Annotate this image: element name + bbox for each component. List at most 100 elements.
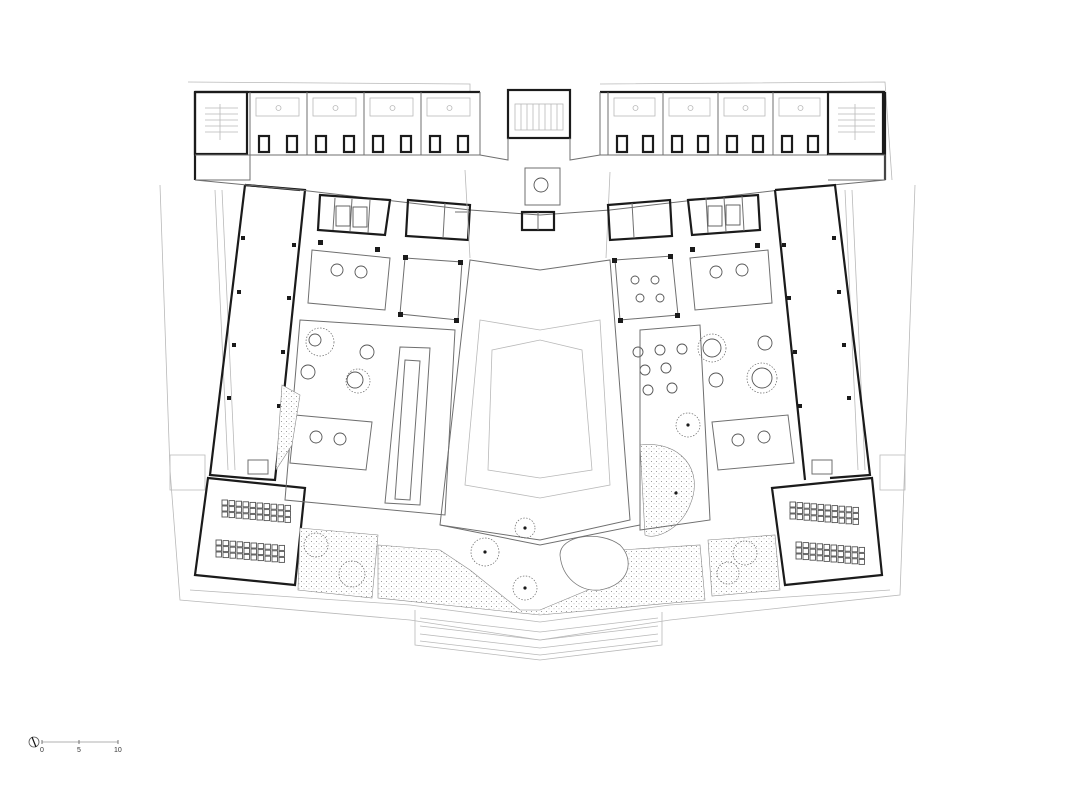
scale-bar: 0 5 10: [28, 736, 122, 754]
seat: [257, 549, 264, 556]
room: [607, 92, 656, 155]
seat: [851, 546, 858, 553]
seat: [270, 509, 277, 516]
seat: [229, 546, 236, 553]
seat: [278, 556, 285, 563]
seat: [803, 508, 810, 515]
seat: [838, 505, 845, 512]
seat: [830, 544, 837, 551]
right-wing: [606, 183, 884, 597]
seat: [249, 513, 256, 520]
seat: [228, 512, 235, 519]
seat: [817, 515, 824, 522]
seat: [817, 503, 824, 510]
seat: [250, 554, 257, 561]
seat: [229, 552, 236, 559]
seat: [796, 508, 803, 515]
seat: [810, 509, 817, 516]
seat: [809, 542, 816, 549]
seating-rows: [789, 501, 865, 565]
seat: [222, 546, 229, 553]
left-wing: [193, 179, 886, 599]
seat: [284, 504, 291, 511]
central-courtyard: [377, 167, 706, 616]
seat: [215, 539, 222, 546]
seat: [789, 507, 796, 514]
site-outline: [159, 81, 916, 661]
seat: [816, 555, 823, 562]
seat: [845, 512, 852, 519]
scale-label-0: 0: [40, 747, 44, 754]
seat: [831, 505, 838, 512]
seat: [824, 516, 831, 523]
seat: [242, 507, 249, 514]
seat: [789, 501, 796, 508]
seat: [243, 553, 250, 560]
seat: [830, 550, 837, 557]
seat: [838, 517, 845, 524]
upper-rooms: [249, 92, 471, 155]
seat: [271, 556, 278, 563]
seat: [235, 506, 242, 513]
seat: [809, 554, 816, 561]
room: [306, 92, 357, 155]
seat: [823, 549, 830, 556]
seat: [236, 541, 243, 548]
seat: [229, 540, 236, 547]
seat: [823, 555, 830, 562]
seat: [824, 504, 831, 511]
seat: [235, 500, 242, 507]
seat: [802, 554, 809, 561]
seat: [817, 509, 824, 516]
seat: [837, 551, 844, 558]
seat: [277, 504, 284, 511]
seat: [851, 558, 858, 565]
seat: [824, 510, 831, 517]
seat: [256, 508, 263, 515]
seat: [277, 516, 284, 523]
seat: [242, 501, 249, 508]
seat: [263, 515, 270, 522]
seat: [852, 506, 859, 513]
scale-label-10: 10: [114, 747, 122, 754]
seat: [257, 543, 264, 550]
seat: [228, 500, 235, 507]
room: [249, 92, 300, 155]
seat: [221, 499, 228, 506]
seat: [810, 515, 817, 522]
seat: [228, 506, 235, 513]
seat: [215, 545, 222, 552]
seat: [263, 503, 270, 510]
seat: [802, 548, 809, 555]
upper-wing: [193, 88, 887, 181]
seat: [271, 544, 278, 551]
seat: [844, 545, 851, 552]
seat: [837, 557, 844, 564]
north-arrow-icon: [28, 736, 40, 748]
seat: [250, 548, 257, 555]
seat: [858, 558, 865, 565]
seat: [844, 551, 851, 558]
seat: [851, 552, 858, 559]
seat: [264, 549, 271, 556]
seat: [257, 555, 264, 562]
seat: [802, 542, 809, 549]
seat: [852, 512, 859, 519]
seat: [845, 518, 852, 525]
seat: [838, 511, 845, 518]
seat: [270, 503, 277, 510]
seat: [243, 541, 250, 548]
seat: [795, 541, 802, 548]
seat: [837, 545, 844, 552]
seat: [823, 543, 830, 550]
seat: [858, 546, 865, 553]
seat: [789, 513, 796, 520]
scale-label-5: 5: [77, 747, 81, 754]
seat: [795, 553, 802, 560]
seat: [277, 510, 284, 517]
seat: [264, 543, 271, 550]
seat: [222, 552, 229, 559]
room: [772, 92, 821, 155]
seat: [235, 512, 242, 519]
seat: [796, 502, 803, 509]
